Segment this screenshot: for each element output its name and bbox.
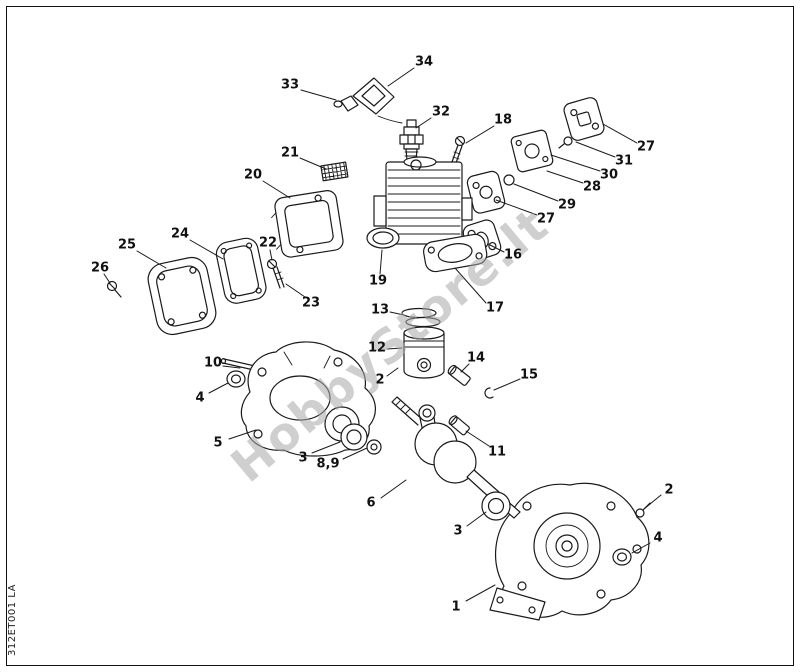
oil-seal-left-drawing [226,370,246,388]
case-screw-drawing [635,502,651,518]
wrist-pin-drawing [447,364,471,386]
washers-drawing [366,439,382,455]
main-bearing-left-drawing [340,423,368,451]
intake-gasket-bottom-drawing [466,170,506,214]
main-bearing-right-drawing [481,491,511,521]
intake-gasket-top-drawing [563,97,605,141]
cylinder-gasket-drawing [366,227,400,249]
flywheel-crankcase-drawing [489,482,650,621]
oil-seal-right-drawing [612,548,632,566]
cover-plate-drawing [147,256,217,336]
diagram-code: 312ET001 LÄ [7,584,18,656]
cylinder-drawing [373,156,473,245]
crankshaft-drawing [391,396,521,519]
muffler-screen-drawing [320,161,349,182]
cylinder-screw-drawing [451,135,466,164]
spark-plug-boot-drawing [333,77,403,124]
muffler-drawing [271,190,344,258]
muffler-gasket-drawing [215,237,267,304]
leader-lines [103,67,662,602]
piston-rings-drawing [401,307,441,328]
base-gasket-drawing [423,233,488,273]
muffler-screw-drawing [266,258,285,289]
intake-block-drawing [510,129,554,173]
piston-drawing [403,326,445,379]
valve-drawing [558,136,573,149]
cover-screw-drawing [106,280,122,298]
pin-clip-drawing [484,387,494,399]
washer-ring-drawing [503,174,515,186]
